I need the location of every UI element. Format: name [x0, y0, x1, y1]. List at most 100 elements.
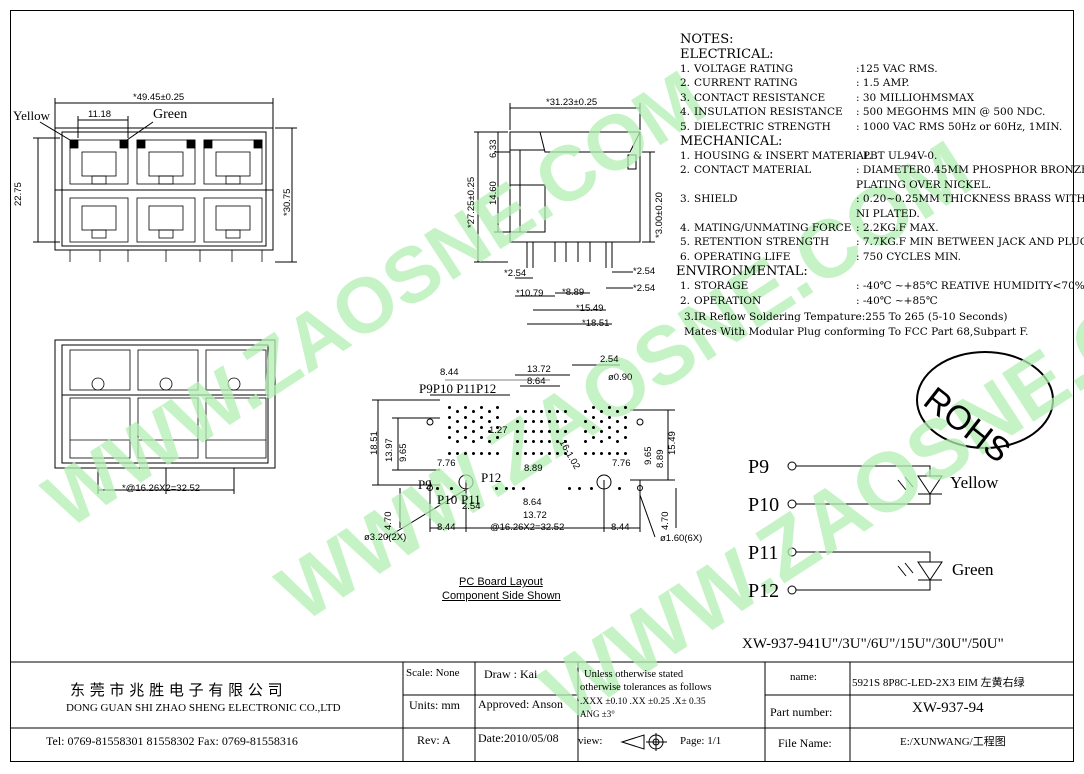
- front-view: [33, 98, 297, 263]
- note-key: INSULATION RESISTANCE: [694, 106, 843, 119]
- pcb-pad: [472, 430, 475, 433]
- tb-rev: Rev: A: [417, 733, 451, 747]
- environmental-title: ENVIRONMENTAL:: [676, 264, 808, 280]
- side-view: [474, 103, 655, 325]
- dim-side-254c: *2.54: [633, 283, 656, 294]
- tb-scale: Scale: None: [406, 667, 460, 679]
- dim-bottom-pitch: *@16.26X2=32.52: [122, 483, 201, 494]
- tb-tol3: .XXX ±0.10 .XX ±0.25 .X± 0.35: [580, 697, 706, 707]
- note-number: 1.: [680, 280, 691, 293]
- pcb-pad: [592, 436, 595, 439]
- note-key: [694, 207, 856, 221]
- dim-side-1079: *10.79: [516, 288, 544, 299]
- pcb-pad: [524, 420, 527, 423]
- tb-draw: Draw : Kai: [484, 667, 538, 681]
- dim-side-1851: *18.51: [582, 318, 610, 329]
- pcb-pad: [608, 406, 611, 409]
- pcb-pad: [592, 426, 595, 429]
- dim-pcb-844c: 8.44: [611, 522, 630, 533]
- dim-pcb-254: 2.54: [600, 354, 619, 365]
- tb-name-value: 5921S 8P8C-LED-2X3 EIM 左黄右绿: [852, 677, 1025, 689]
- note-number: 5.: [680, 236, 691, 249]
- sch-p12: P12: [748, 580, 780, 602]
- pcb-pad: [516, 440, 519, 443]
- note-number: 5.: [680, 120, 691, 133]
- note-row: 4.INSULATION RESISTANCE: 500 MEGOHMS MIN…: [680, 105, 1084, 119]
- note-number: 4.: [680, 222, 691, 235]
- dim-pcb-320: ø3.20(2X): [364, 532, 407, 543]
- pcb-pin-p12: P12: [481, 470, 502, 485]
- note-row: 3.CONTACT RESISTANCE: 30 MILLIOHMSMAX: [680, 91, 1084, 105]
- note-value: : PBT UL94V-0.: [856, 150, 938, 163]
- led-schematic: [787, 461, 943, 595]
- dim-side-1549: *15.49: [576, 303, 604, 314]
- pcb-pad: [448, 406, 451, 409]
- pcb-pad: [488, 430, 491, 433]
- pcb-pad: [540, 440, 543, 443]
- pcb-pad: [512, 487, 515, 490]
- note-key: OPERATION: [694, 294, 762, 307]
- note-value: : -40℃ ~+85℃ REATIVE HUMIDITY<70%: [856, 280, 1084, 293]
- env-item-3: 3.IR Reflow Soldering Tempature:255 To 2…: [684, 311, 1008, 324]
- pcb-pad: [450, 487, 453, 490]
- dim-pcb-1397: 13.97: [384, 438, 395, 462]
- pcb-pad: [590, 487, 593, 490]
- note-number: [680, 207, 694, 221]
- dim-side-254b: *2.54: [633, 266, 656, 277]
- tb-tol1: Unless otherwise stated: [584, 669, 684, 680]
- tb-file-label: File Name:: [778, 736, 832, 750]
- pcb-layout: [372, 364, 677, 539]
- note-number: 2.: [680, 294, 691, 307]
- pcb-pad: [464, 452, 467, 455]
- dim-pcb-1372b: 13.72: [523, 510, 547, 521]
- sch-green: Green: [952, 560, 994, 579]
- dim-pcb-470b: 4.70: [660, 511, 671, 531]
- dim-pcb-1851: 18.51: [369, 431, 380, 455]
- note-row: 2.OPERATION: -40℃ ~+85℃: [680, 294, 1084, 308]
- note-key: STORAGE: [694, 280, 749, 293]
- dim-pcb-3252: @16.26X2=32.52: [490, 522, 565, 533]
- note-key: MATING/UNMATING FORCE: [694, 222, 852, 235]
- pcb-pad: [592, 452, 595, 455]
- pcb-pad: [540, 452, 543, 455]
- pcb-pad: [495, 487, 498, 490]
- company-en: DONG GUAN SHI ZHAO SHENG ELECTRONIC CO.,…: [66, 702, 341, 714]
- note-value: PLATING OVER NICKEL.: [856, 178, 992, 191]
- note-row: 5.RETENTION STRENGTH: 7.7KG.F MIN BETWEE…: [680, 235, 1084, 249]
- pcb-pad: [516, 430, 519, 433]
- pcb-pad: [436, 487, 439, 490]
- dim-side-300: *3.00±0.20: [654, 192, 665, 238]
- pcb-pad: [548, 410, 551, 413]
- pcb-pad: [480, 416, 483, 419]
- note-key: DIELECTRIC STRENGTH: [694, 120, 831, 133]
- dim-pcb-776b: 7.76: [612, 458, 631, 469]
- pcb-pad: [532, 420, 535, 423]
- pcb-pad: [584, 410, 587, 413]
- pcb-pad: [456, 452, 459, 455]
- dim-pcb-844b: 8.44: [437, 522, 456, 533]
- pcb-pad: [624, 426, 627, 429]
- pcb-pad: [556, 430, 559, 433]
- pcb-pad: [472, 420, 475, 423]
- tb-tol2: otherwise tolerances as follows: [580, 682, 712, 693]
- sch-p10: P10: [748, 494, 780, 516]
- pcb-pad: [608, 426, 611, 429]
- pcb-pad: [616, 410, 619, 413]
- pcb-pad: [556, 452, 559, 455]
- note-number: 2.: [680, 164, 691, 177]
- tb-date: Date:2010/05/08: [478, 731, 559, 745]
- dim-pcb-127: 1.27: [489, 425, 508, 436]
- pcb-pad: [496, 406, 499, 409]
- pcb-pad: [600, 410, 603, 413]
- note-value: : DIAMETER0.45MM PHOSPHOR BRONZE GOLD: [856, 164, 1084, 177]
- pcb-pad: [568, 487, 571, 490]
- pcb-pad: [608, 436, 611, 439]
- dim-pcb-470a: 4.70: [383, 511, 394, 531]
- pcb-pad: [624, 452, 627, 455]
- note-row: 6.OPERATING LIFE: 750 CYCLES MIN.: [680, 250, 1084, 264]
- note-key: HOUSING & INSERT MATERIAL: [694, 150, 871, 163]
- sch-yellow: Yellow: [950, 473, 999, 492]
- note-row: 3.SHIELD: 0.20~0.25MM THICKNESS BRASS WI…: [680, 192, 1084, 206]
- pcb-pad: [540, 420, 543, 423]
- pcb-pad: [516, 452, 519, 455]
